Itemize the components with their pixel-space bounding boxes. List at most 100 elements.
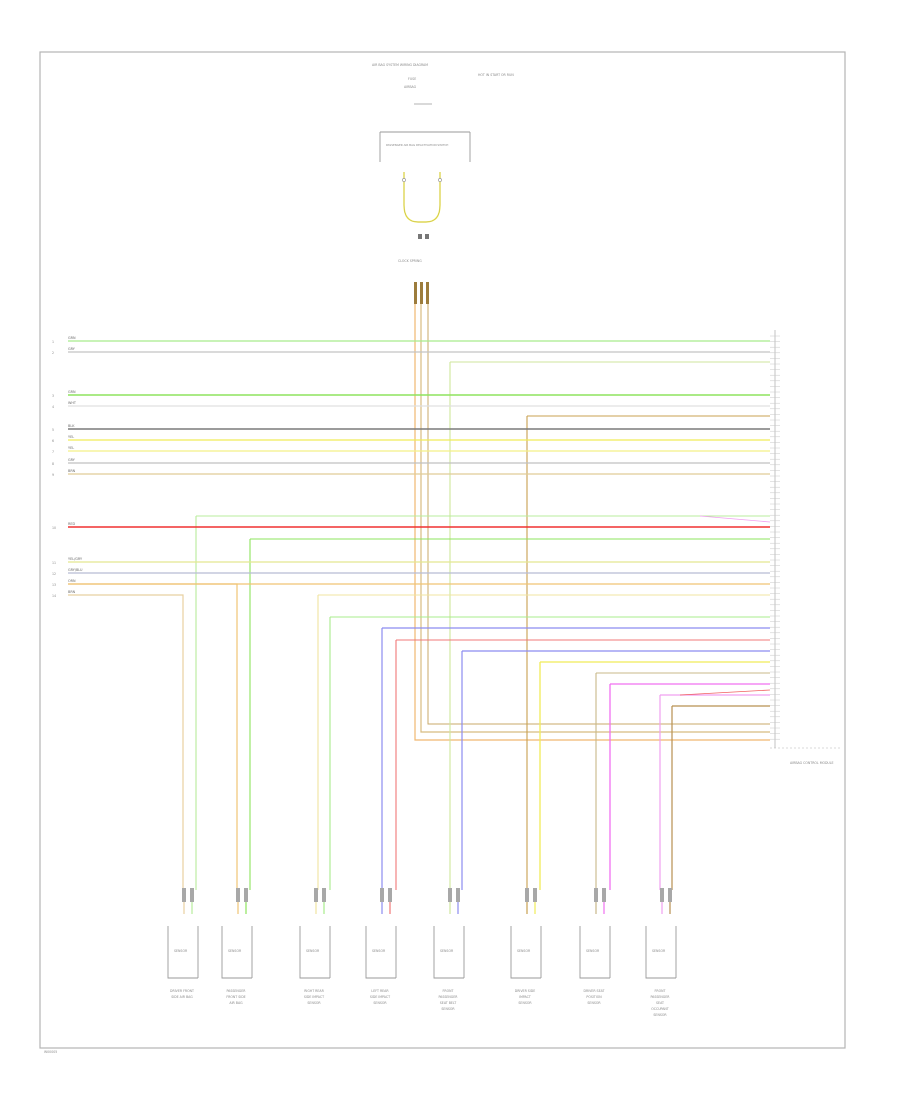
sensor-caption: DRIVER SEAT bbox=[584, 989, 605, 993]
sensor-caption: SIDE IMPACT bbox=[370, 995, 390, 999]
svg-text:6: 6 bbox=[52, 439, 54, 443]
wire-label: RED bbox=[68, 522, 75, 526]
sensor-caption: IMPACT bbox=[519, 995, 531, 999]
sensor-name: SENSOR bbox=[517, 949, 531, 953]
sensor-name: SENSOR bbox=[586, 949, 600, 953]
sensor-caption: AIR BAG bbox=[229, 1001, 243, 1005]
sensor-connector-pin bbox=[380, 888, 384, 902]
sensor-connector-pin bbox=[533, 888, 537, 902]
sensor-4: SENSOR LEFT REAR SIDE IMPACT SENSOR bbox=[365, 888, 397, 1005]
sensor-caption: SENSOR bbox=[307, 1001, 321, 1005]
sensor-caption: DRIVER SIDE bbox=[515, 989, 535, 993]
svg-text:13: 13 bbox=[52, 583, 56, 587]
wire-label: GRN bbox=[68, 336, 76, 340]
sensor-caption: DRIVER FRONT bbox=[170, 989, 194, 993]
svg-text:11: 11 bbox=[52, 561, 56, 565]
sensor-5: SENSOR FRONT PASSENGER SEAT BELT SENSOR bbox=[433, 888, 465, 1011]
sensor-caption: FRONT bbox=[443, 989, 454, 993]
sensor-connector-pin bbox=[668, 888, 672, 902]
page-marker: W00005 bbox=[44, 1050, 57, 1054]
sensor-caption: SENSOR bbox=[587, 1001, 601, 1005]
sensor-name: SENSOR bbox=[440, 949, 454, 953]
sensor-caption: SEAT bbox=[656, 1001, 664, 1005]
clock-spring-wire-2 bbox=[420, 304, 770, 733]
clock-spring-wire-1 bbox=[414, 304, 770, 741]
svg-text:7: 7 bbox=[52, 450, 54, 454]
left-pin-markers: 1 2 3 4 5 6 7 8 9 10 11 12 13 14 bbox=[52, 340, 56, 598]
sensor-name: SENSOR bbox=[174, 949, 188, 953]
sensor-connector-pin bbox=[236, 888, 240, 902]
wire-label: GRY bbox=[68, 458, 76, 462]
sensor-caption: LEFT REAR bbox=[371, 989, 389, 993]
wire-label: GRY/BLU bbox=[68, 568, 83, 572]
sensor-caption: PASSENGER bbox=[650, 995, 670, 999]
sensor-name: SENSOR bbox=[228, 949, 242, 953]
diagram-border bbox=[39, 51, 846, 1049]
control-module-connector bbox=[770, 330, 840, 749]
sensor-connector-pin bbox=[660, 888, 664, 902]
svg-text:2: 2 bbox=[52, 351, 54, 355]
power-label: HOT IN START OR RUN bbox=[478, 73, 514, 77]
sensor-8: SENSOR FRONT PASSENGER SEAT OCCUPANT SENSOR bbox=[645, 888, 677, 1017]
fuse-label: FUSE bbox=[408, 77, 416, 81]
sensor-box bbox=[299, 926, 331, 979]
svg-text:8: 8 bbox=[52, 462, 54, 466]
sensor-7: SENSOR DRIVER SEAT POSITION SENSOR bbox=[579, 888, 611, 1005]
sensor-caption: FRONT bbox=[655, 989, 666, 993]
sensor-box bbox=[510, 926, 542, 979]
sensor-connector-pin bbox=[456, 888, 460, 902]
clock-spring-wire-3 bbox=[427, 304, 770, 725]
sensor-caption: RIGHT REAR bbox=[304, 989, 324, 993]
sensor-box bbox=[221, 926, 253, 979]
wire-label: BLK bbox=[68, 424, 75, 428]
svg-text:12: 12 bbox=[52, 572, 56, 576]
wire-label: GRY bbox=[68, 347, 76, 351]
wire-label: BRN bbox=[68, 590, 76, 594]
sensor-group: SENSOR DRIVER FRONT SIDE AIR BAG SENSOR PASS… bbox=[167, 888, 677, 1017]
wire-label: GRN bbox=[68, 390, 76, 394]
sensor-connector-pin bbox=[314, 888, 318, 902]
sensor-connector-pin bbox=[448, 888, 452, 902]
sensor-caption: OCCUPANT bbox=[651, 1007, 669, 1011]
sensor-caption: SENSOR bbox=[518, 1001, 532, 1005]
wire-label: YEL bbox=[68, 435, 74, 439]
sensor-caption: FRONT SIDE bbox=[226, 995, 245, 999]
wire-label: WHT bbox=[68, 401, 77, 405]
sensor-box bbox=[167, 926, 199, 979]
wire-label: BRN bbox=[68, 469, 76, 473]
sensor-connector-pin bbox=[182, 888, 186, 902]
switch-label: PASSENGER AIR BAG DEACTIVATION SWITCH bbox=[386, 143, 448, 147]
control-module-label: AIRBAG CONTROL MODULE bbox=[790, 761, 834, 765]
sensor-name: SENSOR bbox=[372, 949, 386, 953]
wire-label: YEL/GRY bbox=[68, 557, 83, 561]
sensor-caption: SEAT BELT bbox=[440, 1001, 456, 1005]
sensor-2: SENSOR PASSENGER FRONT SIDE AIR BAG bbox=[221, 888, 253, 1005]
sensor-connector-pin bbox=[322, 888, 326, 902]
sensor-caption: SIDE AIR BAG bbox=[171, 995, 193, 999]
sensor-caption: PASSENGER bbox=[438, 995, 458, 999]
clock-spring-label: CLOCK SPRING bbox=[398, 259, 422, 263]
sensor-1: SENSOR DRIVER FRONT SIDE AIR BAG bbox=[167, 888, 199, 999]
sensor-box bbox=[645, 926, 677, 979]
sensor-box bbox=[365, 926, 397, 979]
svg-text:3: 3 bbox=[52, 394, 54, 398]
sensor-caption: SENSOR bbox=[653, 1013, 667, 1017]
svg-text:9: 9 bbox=[52, 473, 54, 477]
sensor-caption: SIDE IMPACT bbox=[304, 995, 324, 999]
sensor-box bbox=[433, 926, 465, 979]
diagram-header: AIR BAG SYSTEM WIRING DIAGRAM bbox=[372, 63, 428, 67]
sensor-6: SENSOR DRIVER SIDE IMPACT SENSOR bbox=[510, 888, 542, 1005]
sensor-caption: SENSOR bbox=[373, 1001, 387, 1005]
sensor-caption: PASSENGER bbox=[226, 989, 246, 993]
svg-text:1: 1 bbox=[52, 340, 54, 344]
sensor-name: SENSOR bbox=[652, 949, 666, 953]
sensor-caption: POSITION bbox=[586, 995, 602, 999]
svg-text:5: 5 bbox=[52, 428, 54, 432]
svg-text:14: 14 bbox=[52, 594, 56, 598]
sensor-box bbox=[579, 926, 611, 979]
svg-text:10: 10 bbox=[52, 526, 56, 530]
deactivation-switch: PASSENGER AIR BAG DEACTIVATION SWITCH bbox=[379, 131, 471, 239]
sensor-caption: SENSOR bbox=[441, 1007, 455, 1011]
